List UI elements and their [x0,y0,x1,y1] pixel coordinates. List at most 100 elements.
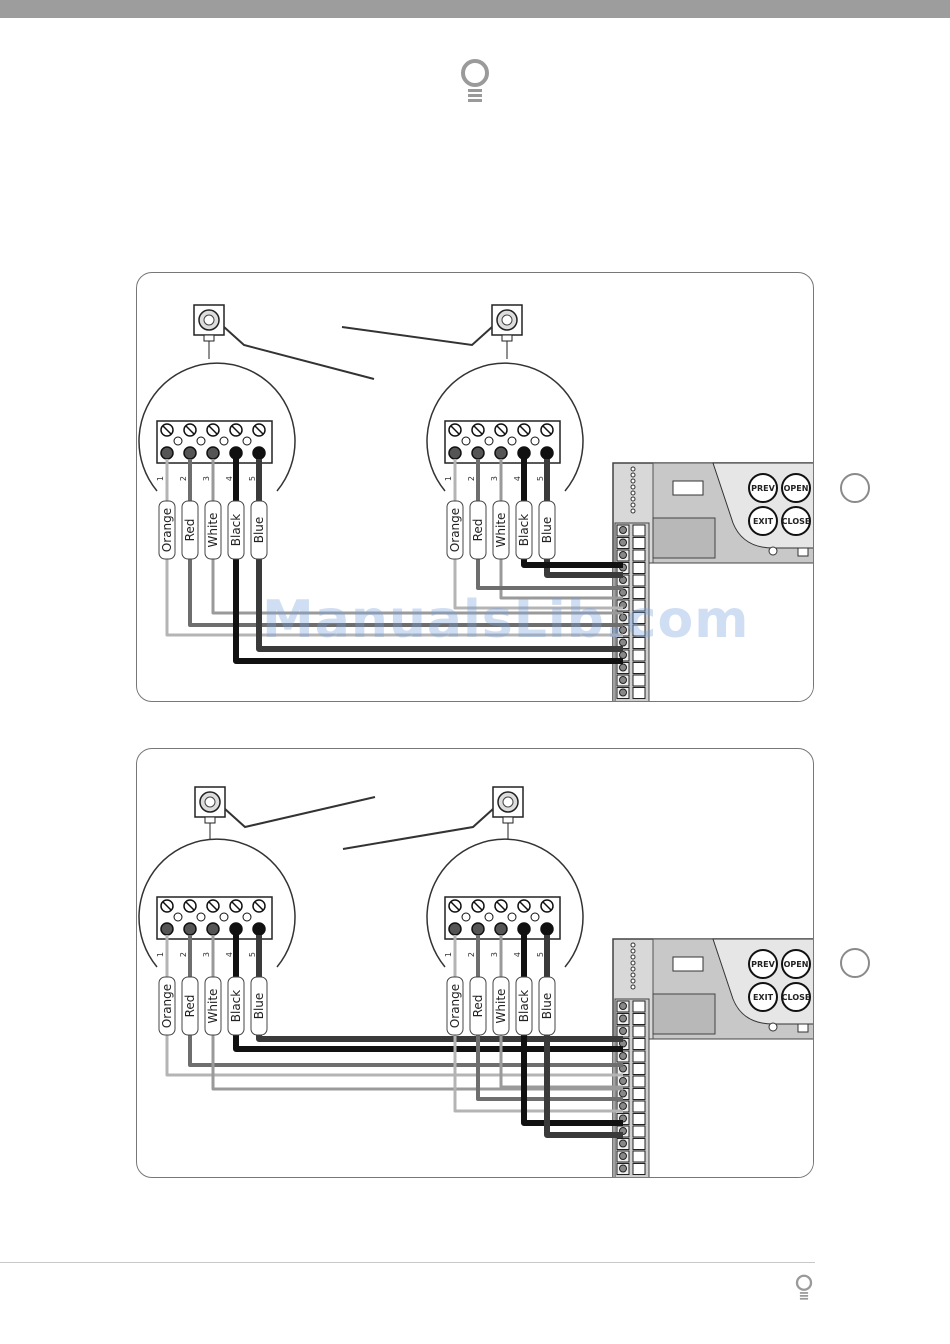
prev-button-label: PREV [751,960,775,969]
pin [631,985,635,989]
terminal-link [174,913,182,921]
pin [631,943,635,947]
pin [631,503,635,507]
terminal-screw [620,652,627,659]
terminal-link [462,437,470,445]
terminal-number: 1 [156,952,165,957]
terminal-slot [633,538,645,549]
prev-button-label: PREV [751,484,775,493]
open-button-label: OPEN [784,484,809,493]
indicator-circle-top [840,473,870,503]
pin [631,473,635,477]
terminal-link [531,437,539,445]
wire [213,1035,623,1089]
wire-label: Red [183,519,197,542]
connector [673,957,703,971]
terminal-slot [633,1139,645,1150]
terminal-slot [633,563,645,574]
terminal-number: 1 [444,476,453,481]
wire-label: White [206,513,220,548]
beam-arm [342,327,492,345]
top-bar [0,0,950,18]
screw-bottom [253,447,265,459]
terminal-number: 2 [467,476,476,481]
wire-label: White [206,989,220,1024]
terminal-screw [620,1153,627,1160]
wire-label: Black [229,514,243,547]
terminal-screw [620,1053,627,1060]
screw-bottom [495,447,507,459]
sensor-mount [204,335,214,341]
terminal-number: 4 [513,952,522,957]
terminal-link [531,913,539,921]
wire-label: Orange [448,984,462,1028]
indicator-dot [769,547,777,555]
sensor-mount [205,817,215,823]
indicator-square [798,548,808,556]
pin [631,961,635,965]
wire-label: Red [183,995,197,1018]
terminal-number: 3 [490,952,499,957]
terminal-number: 3 [202,952,211,957]
wire-label: Red [471,519,485,542]
wire-label: White [494,513,508,548]
screw-bottom [518,447,530,459]
connector [673,481,703,495]
close-button-label: CLOSE [782,993,811,1002]
terminal-screw [620,539,627,546]
sensor-mount [503,817,513,823]
terminal-number: 3 [202,476,211,481]
screw-bottom [472,447,484,459]
screw-bottom [184,923,196,935]
sensor-lens-inner [503,797,513,807]
terminal-number: 1 [156,476,165,481]
terminal-link [243,913,251,921]
pin [631,497,635,501]
terminal-slot [633,688,645,699]
pin [631,485,635,489]
screw-bottom [472,923,484,935]
sensor-lens-inner [205,797,215,807]
wire-label: Red [471,995,485,1018]
terminal-slot [633,1101,645,1112]
photocell-sensor [342,305,522,359]
screw-bottom [207,447,219,459]
terminal-number: 2 [179,476,188,481]
wire-label: Blue [252,517,266,544]
terminal-screw [620,552,627,559]
screw-bottom [230,447,242,459]
exit-button-label: EXIT [753,517,774,526]
wire-label: Orange [448,508,462,552]
relay [653,994,715,1034]
terminal-slot [633,1014,645,1025]
sensor-lens-inner [502,315,512,325]
terminal-screw [620,1015,627,1022]
exit-button-label: EXIT [753,993,774,1002]
terminal-number: 5 [248,952,257,957]
terminal-slot [633,650,645,661]
screw-bottom [541,447,553,459]
wire-label: White [494,989,508,1024]
bulb-icon [458,58,492,106]
wire-label: Black [517,514,531,547]
terminal-screw [620,1090,627,1097]
terminal-slot [633,1039,645,1050]
indicator-dot [769,1023,777,1031]
terminal-slot [633,525,645,536]
terminal-number: 4 [513,476,522,481]
terminal-link [197,913,205,921]
terminal-link [243,437,251,445]
terminal-link [220,913,228,921]
wire-label: Black [517,990,531,1023]
screw-bottom [230,923,242,935]
terminal-slot [633,1076,645,1087]
terminal-slot [633,675,645,686]
wire-label: Orange [160,508,174,552]
terminal-number: 3 [490,476,499,481]
terminal-link [508,437,516,445]
screw-bottom [253,923,265,935]
terminal-link [174,437,182,445]
open-button-label: OPEN [784,960,809,969]
terminal-screw [620,1028,627,1035]
